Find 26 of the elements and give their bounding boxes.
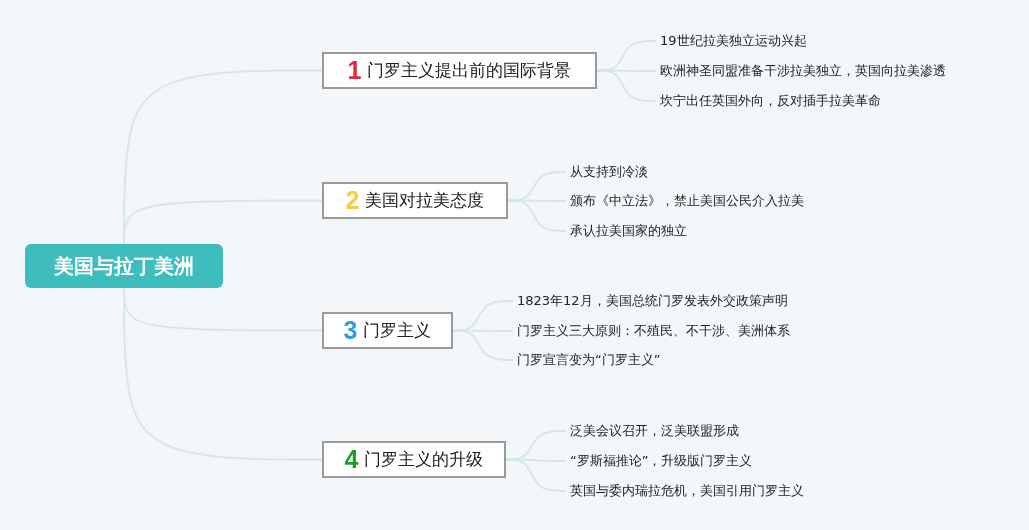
topic-number: 4 (344, 445, 359, 474)
topic-title: 门罗主义的升级 (364, 448, 484, 471)
subtopic-text: 从支持到冷淡 (570, 163, 648, 181)
topic-title: 门罗主义 (363, 319, 432, 342)
central-topic (25, 244, 223, 288)
topic-title: 门罗主义提出前的国际背景 (367, 59, 572, 82)
subtopic-text: 门罗主义三大原则：不殖民、不干涉、美洲体系 (517, 322, 790, 340)
topic-box (322, 52, 597, 89)
topic-box (322, 182, 508, 219)
subtopic-text: 泛美会议召开，泛美联盟形成 (570, 422, 739, 440)
subtopic-text: 欧洲神圣同盟准备干涉拉美独立，英国向拉美渗透 (660, 62, 946, 80)
topic-number: 3 (343, 316, 358, 345)
subtopic-text: 门罗宣言变为“门罗主义” (517, 351, 661, 369)
subtopic-text: 19世纪拉美独立运动兴起 (660, 32, 807, 50)
subtopic-text: “罗斯福推论”，升级版门罗主义 (570, 452, 753, 470)
subtopic-text: 承认拉美国家的独立 (570, 222, 687, 240)
topic-title: 美国对拉美态度 (365, 189, 485, 212)
topic-number: 2 (345, 186, 360, 215)
topic-box (322, 441, 506, 478)
topic-title: 美国与拉丁美洲 (54, 252, 194, 280)
subtopic-text: 颁布《中立法》，禁止美国公民介入拉美 (570, 192, 804, 210)
topic-number: 1 (347, 56, 362, 85)
subtopic-text: 英国与委内瑞拉危机，美国引用门罗主义 (570, 482, 804, 500)
topic-box (322, 312, 453, 349)
subtopic-text: 坎宁出任英国外向，反对插手拉美革命 (660, 92, 881, 110)
subtopic-text: 1823年12月，美国总统门罗发表外交政策声明 (517, 292, 788, 310)
